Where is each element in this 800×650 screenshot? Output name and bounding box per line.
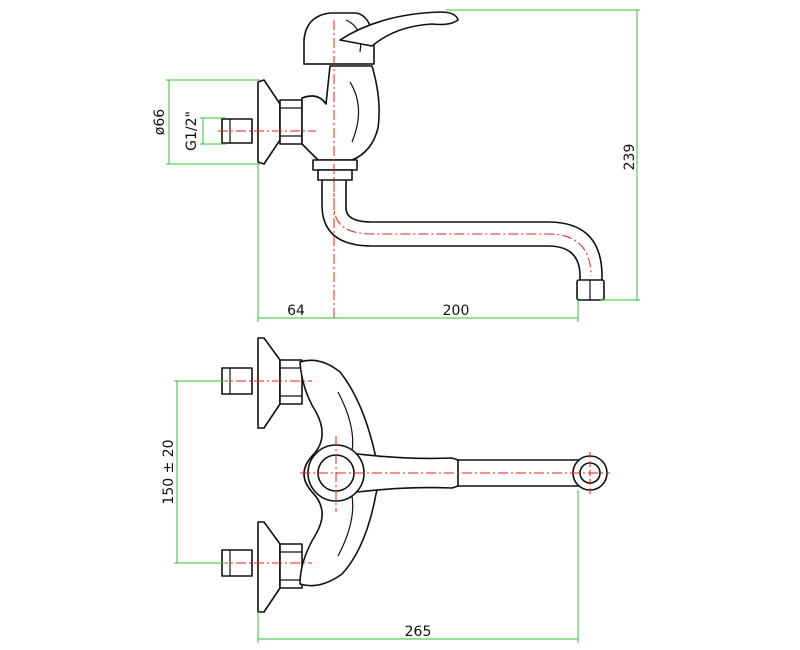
- dimension-reach: 200: [443, 303, 470, 319]
- side-view-dimensions: 239 ø66 G1/2" 64 200: [152, 9, 640, 322]
- side-spout: [321, 178, 605, 301]
- side-connection-nut: [279, 99, 303, 145]
- dimension-centers: 150 ± 20: [161, 439, 177, 504]
- top-upper-inlet-pipe: [221, 367, 253, 395]
- dimension-width: 265: [405, 624, 432, 640]
- top-upper-nut: [279, 359, 303, 405]
- dimension-offset: 64: [287, 303, 305, 319]
- top-view-dimensions: 150 ± 20 265: [161, 380, 579, 643]
- dimension-height: 239: [622, 144, 638, 171]
- top-view-axes: [218, 380, 610, 564]
- top-lower-flange: [257, 521, 281, 613]
- side-wall-flange: [257, 79, 281, 165]
- side-lever-handle: [339, 11, 459, 47]
- side-view: [221, 11, 605, 301]
- side-spout-ring: [312, 159, 358, 171]
- side-body: [301, 65, 380, 161]
- dimension-thread: G1/2": [184, 111, 200, 151]
- top-view: [221, 337, 608, 613]
- top-lower-nut: [279, 543, 303, 589]
- top-upper-flange: [257, 337, 281, 429]
- dimension-diameter: ø66: [152, 109, 168, 135]
- side-view-axes: [218, 20, 335, 318]
